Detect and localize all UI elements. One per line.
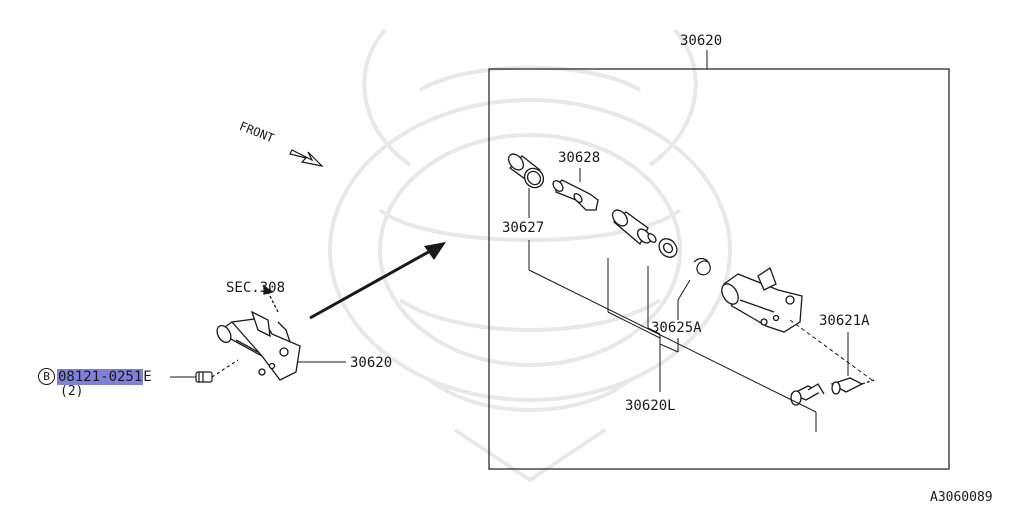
part-label-30628[interactable]: 30628 [558,150,601,166]
bolt-part-label[interactable]: 08121-0251E [57,369,152,385]
bleeder-cap [790,383,825,406]
bleeder-screw-30621A [830,377,875,395]
part-label-30621A[interactable]: 30621A [819,313,870,329]
part-label-30627[interactable]: 30627 [502,220,545,236]
bolt-callout-circle: B [38,368,55,385]
figure-code: A3060089 [930,490,993,505]
part-label-30625A[interactable]: 30625A [651,320,702,336]
part-label-30620-top[interactable]: 30620 [680,33,723,49]
spring-30625A [693,257,711,276]
explode-arrow [309,242,446,320]
bolt-quantity: (2) [60,384,84,399]
exploded-view-frame [488,68,950,470]
piston [611,209,657,246]
cylinder-body [721,267,803,333]
part-label-30620L[interactable]: 30620L [625,398,676,414]
push-rod-30628 [552,179,599,211]
bolt-part-suffix: E [143,369,152,385]
boot-30627 [507,153,545,189]
bolt-part-number[interactable]: 08121-0251 [57,369,144,385]
front-arrow [289,149,324,167]
piston-cup [658,238,678,258]
bolt-drawing [195,359,239,383]
section-reference-label[interactable]: SEC.308 [226,280,286,296]
kit-bracket-30620L [528,269,817,432]
slave-cylinder-installed [216,310,301,381]
watermark-emblem [328,28,732,483]
part-label-30620-left[interactable]: 30620 [350,355,393,371]
sec308-arrow [263,284,279,313]
